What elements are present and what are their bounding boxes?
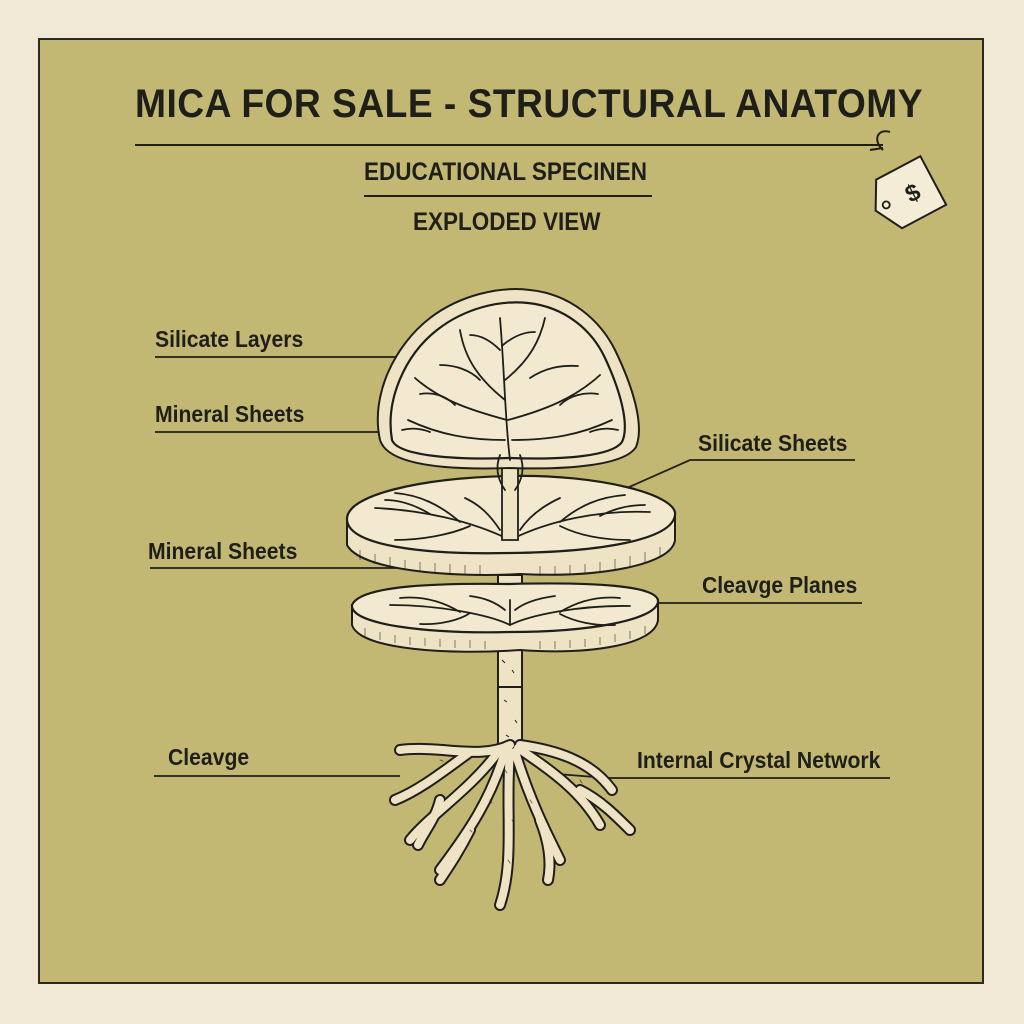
label-mineral-sheets-mid: Mineral Sheets — [148, 538, 298, 564]
subtitle-underline — [364, 195, 652, 197]
bottom-mica-disk — [350, 582, 660, 653]
price-tag-icon: $ — [869, 130, 948, 230]
page-subtitle: EDUCATIONAL SPECINEN — [364, 158, 647, 186]
page-title: MICA FOR SALE - STRUCTURAL ANATOMY — [135, 82, 924, 126]
label-mineral-sheets-top: Mineral Sheets — [155, 401, 305, 427]
view-caption: EXPLODED VIEW — [413, 208, 601, 236]
title-underline — [135, 144, 883, 146]
label-cleavge: Cleavge — [168, 744, 250, 770]
label-internal-crystal-network: Internal Crystal Network — [637, 747, 881, 773]
label-silicate-sheets: Silicate Sheets — [698, 430, 848, 456]
label-silicate-layers: Silicate Layers — [155, 326, 304, 352]
upper-trunk — [501, 461, 519, 541]
top-mica-lobe — [376, 288, 640, 491]
root-network — [389, 739, 636, 911]
label-cleavge-planes: Cleavge Planes — [702, 572, 858, 598]
